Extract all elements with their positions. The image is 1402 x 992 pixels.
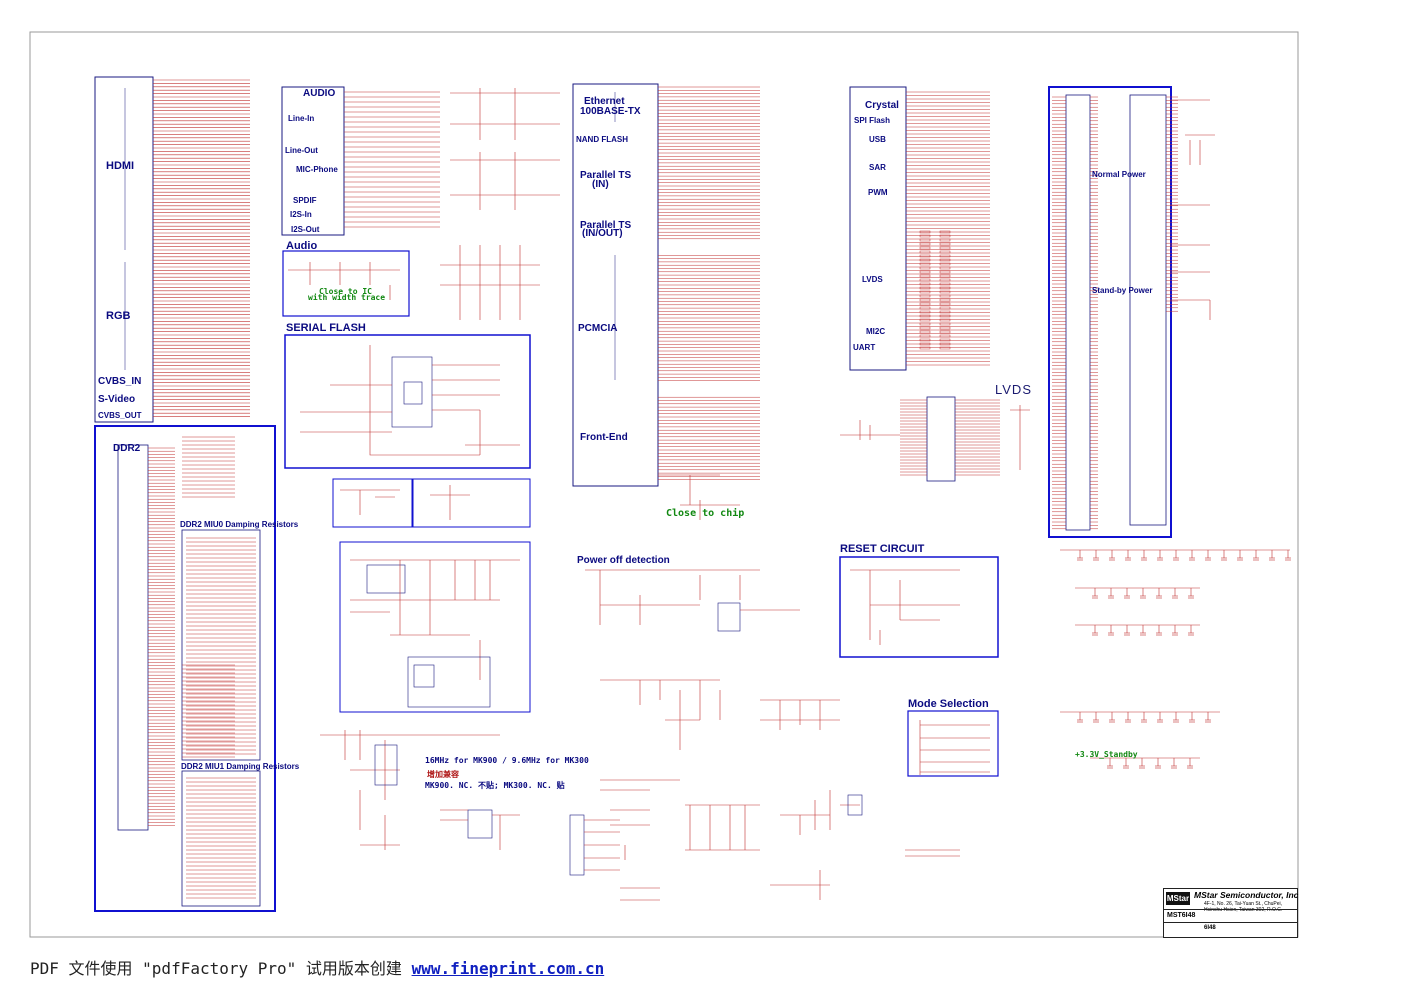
audio-top-label: AUDIO — [303, 88, 336, 99]
crystal-area — [320, 730, 520, 850]
cvbs-out-label: CVBS_OUT — [98, 411, 142, 420]
ddr2-miu0-title: DDR2 MIU0 Damping Resistors — [180, 520, 299, 529]
note-options: MK900. NC. 不贴; MK300. NC. 贴 — [425, 781, 565, 790]
line-out-label: Line-Out — [285, 146, 318, 155]
parallel-ts-inout-sub: (IN/OUT) — [582, 228, 623, 239]
mi2c-label: MI2C — [866, 327, 886, 336]
ddr2-label: DDR2 — [113, 443, 141, 454]
lvds-left-label: LVDS — [862, 275, 883, 284]
audio-box-title: Audio — [286, 240, 318, 252]
mode-selection-title: Mode Selection — [908, 698, 989, 710]
company-name: MStar Semiconductor, Inc — [1194, 890, 1299, 900]
footer-text: PDF 文件使用 "pdfFactory Pro" 试用版本创建 — [30, 959, 412, 978]
nand-flash-label: NAND FLASH — [576, 135, 628, 144]
pwm-label: PWM — [868, 188, 888, 197]
serial-flash-title: SERIAL FLASH — [286, 322, 366, 334]
address-line-2: Hsinchu Hsien, Taiwan 302, R.O.C. — [1204, 907, 1283, 913]
width-trace-note: with width trace — [308, 293, 386, 302]
freq-note: 16MHz for MK900 / 9.6MHz for MK300 — [425, 756, 589, 765]
normal-power-label: Normal Power — [1092, 170, 1146, 179]
close-to-chip-note: Close to chip — [666, 508, 745, 519]
ethernet-label: Ethernet — [584, 96, 625, 107]
sar-label: SAR — [869, 163, 886, 172]
reset-circuit-title: RESET CIRCUIT — [840, 543, 925, 555]
cvbs-in-label: CVBS_IN — [98, 376, 142, 387]
crystal-label: Crystal — [865, 100, 899, 111]
close-to-ic-note: Close to IC — [319, 287, 372, 296]
base-tx-label: 100BASE-TX — [580, 106, 641, 117]
note-cn: 增加兼容 — [427, 770, 459, 779]
line-in-label: Line-In — [288, 114, 315, 123]
parallel-ts-inout-label: Parallel TS — [580, 220, 632, 231]
fineprint-link[interactable]: www.fineprint.com.cn — [411, 959, 605, 978]
mstar-logo: MStar — [1166, 892, 1190, 905]
spi-flash-label: SPI Flash — [854, 116, 891, 125]
uart-label: UART — [853, 343, 876, 352]
pdf-footer: PDF 文件使用 "pdfFactory Pro" 试用版本创建 www.fin… — [30, 955, 604, 979]
parallel-ts-in-sub: (IN) — [592, 179, 609, 190]
company-address: 4F-1, No. 26, Tai-Yuan St., ChuPei, Hsin… — [1204, 901, 1282, 913]
hdmi-rgb-symbol — [94, 76, 250, 423]
i2s-in-label: I2S-In — [290, 210, 312, 219]
front-end-label: Front-End — [580, 432, 628, 443]
page-name: 6I48 — [1204, 925, 1216, 931]
power-off-detection-title: Power off detection — [577, 555, 670, 566]
address-line-1: 4F-1, No. 26, Tai-Yuan St., ChuPei, — [1204, 901, 1283, 907]
usb-label: USB — [869, 135, 886, 144]
power-off-area — [585, 569, 840, 750]
pcmcia-label: PCMCIA — [578, 323, 618, 334]
rgb-label: RGB — [106, 310, 131, 322]
lvds-connector-label: LVDS — [995, 382, 1032, 397]
standby-rail-label: +3.3V_Standby — [1075, 750, 1138, 759]
hdmi-label: HDMI — [106, 160, 135, 172]
standby-power-label: Stand-by Power — [1092, 286, 1153, 295]
parallel-ts-in-label: Parallel TS — [580, 170, 632, 181]
ddr2-miu1-title: DDR2 MIU1 Damping Resistors — [181, 762, 300, 771]
audio-symbol — [281, 86, 440, 236]
model-name: MST6I48 — [1167, 912, 1196, 919]
title-block: MStar MStar Semiconductor, Inc 4F-1, No.… — [1163, 888, 1298, 938]
svideo-label: S-Video — [98, 394, 136, 405]
i2s-out-label: I2S-Out — [291, 225, 320, 234]
mic-phone-label: MIC-Phone — [296, 165, 338, 174]
audio-amp-area — [440, 88, 560, 320]
spdif-label: SPDIF — [293, 196, 317, 205]
